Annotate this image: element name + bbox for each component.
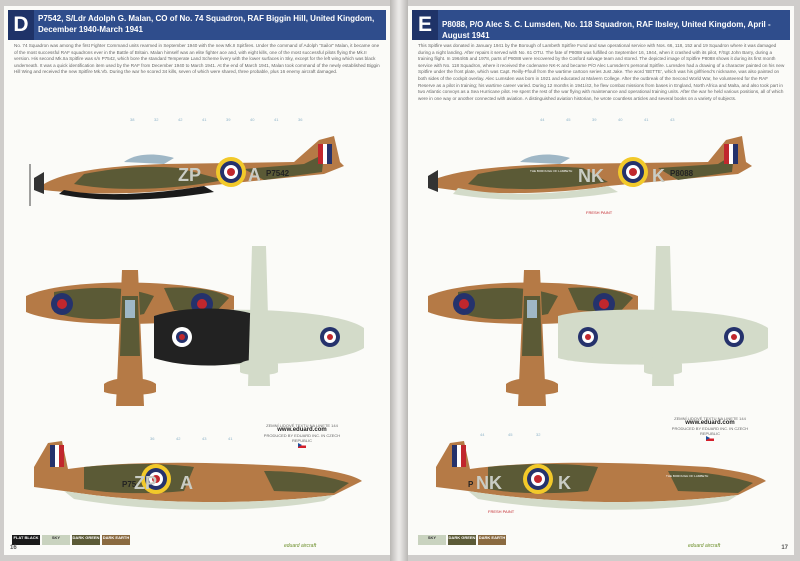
eduard-credit: ZEMNÍ LIDOVÉ TEXTU NA LINETE 144 www.edu… [670, 416, 750, 442]
callout-number: 41 [274, 117, 279, 122]
fuselage-code-b: K [652, 166, 665, 186]
spitfire-side-profile: NK K P8088 THE BOROUGH OF LAMBETH FRESH … [428, 136, 752, 215]
callout-number: 36 [150, 436, 155, 441]
fuselage-code-b: A [248, 165, 261, 185]
serial-number: P8088 [670, 169, 694, 178]
page-number: 16 [10, 545, 17, 551]
callout-number: 43 [670, 117, 675, 122]
profile-header: E P8088, P/O Alec S. C. Lumsden, No. 118… [412, 10, 790, 40]
fuselage-code-a-bottom: ZP [134, 473, 157, 493]
profile-description: This Spitfire was donated in January 194… [418, 43, 785, 101]
callout-number: 43 [202, 436, 207, 441]
spitfire-side-profile: ZP A P7542 [29, 136, 344, 206]
callout-number: 41 [228, 436, 233, 441]
profile-description: No. 74 Squadron was among the first Figh… [14, 43, 380, 75]
spitfire-side-profile-right: P NK K THE BOROUGH OF LAMBETH FRESH PAIN… [436, 441, 766, 514]
right-page: E P8088, P/O Alec S. C. Lumsden, No. 118… [408, 6, 794, 555]
color-swatch: SKY [418, 535, 446, 545]
book-spine [390, 0, 408, 561]
color-swatch: SKY [42, 535, 70, 545]
serial-number: P7542 [266, 169, 290, 178]
fuselage-code-a: NK [578, 166, 604, 186]
brand-logo: eduard aircraft [688, 543, 721, 549]
fuselage-code-a-bottom: NK [476, 473, 502, 493]
callout-number: 32 [536, 432, 541, 437]
callout-number: 41 [202, 117, 207, 122]
spitfire-underside-view [154, 246, 364, 386]
callout-number: 45 [566, 117, 571, 122]
spitfire-side-profile-right: P75 ZP A [34, 441, 362, 510]
fresh-paint-label-bottom: FRESH PAINT [488, 509, 515, 514]
fuselage-code-b-bottom: A [180, 473, 193, 493]
serial-number-bottom: P [468, 480, 474, 489]
profile-letter: E [412, 10, 438, 40]
fuselage-code-b-bottom: K [558, 473, 571, 493]
fuselage-code-a: ZP [178, 165, 201, 185]
spitfire-top-view [26, 270, 234, 406]
color-swatch: DARK GREEN [448, 535, 476, 545]
callout-number: 41 [644, 117, 649, 122]
page-number: 17 [781, 545, 788, 551]
callout-number: 40 [250, 117, 255, 122]
serial-number-bottom: P75 [122, 480, 137, 489]
eduard-credit: ZEMNÍ LIDOVÉ TEXTU NA LINETE 144 www.edu… [262, 423, 342, 449]
czech-flag-icon [706, 436, 714, 442]
color-swatch: DARK GREEN [72, 535, 100, 545]
profile-title: P8088, P/O Alec S. C. Lumsden, No. 118 S… [442, 20, 771, 40]
nose-inscription-bottom: THE BOROUGH OF LAMBETH [666, 474, 708, 478]
czech-flag-icon [298, 443, 306, 449]
callout-number: 44 [540, 117, 545, 122]
callout-number: 42 [176, 436, 181, 441]
profile-header: D P7542, S/Ldr Adolph G. Malan, CO of No… [8, 10, 386, 40]
nose-inscription: THE BOROUGH OF LAMBETH [530, 169, 572, 173]
callout-number: 38 [130, 117, 135, 122]
callout-number: 45 [508, 432, 513, 437]
callout-number: 42 [178, 117, 183, 122]
brand-logo: eduard aircraft [284, 543, 317, 549]
callout-number: 32 [154, 117, 159, 122]
profile-title: P7542, S/Ldr Adolph G. Malan, CO of No. … [38, 14, 375, 34]
callout-number: 44 [480, 432, 485, 437]
callout-number: 36 [298, 117, 303, 122]
profile-letter: D [8, 10, 34, 40]
callout-number: 39 [226, 117, 231, 122]
callout-number: 40 [618, 117, 623, 122]
color-swatch: DARK EARTH [102, 535, 130, 545]
callout-number: 39 [592, 117, 597, 122]
color-swatch: FLAT BLACK [12, 535, 40, 545]
color-swatch: DARK EARTH [478, 535, 506, 545]
fresh-paint-label: FRESH PAINT [586, 210, 613, 215]
spitfire-underside-view [558, 246, 768, 386]
left-page: D P7542, S/Ldr Adolph G. Malan, CO of No… [4, 6, 390, 555]
